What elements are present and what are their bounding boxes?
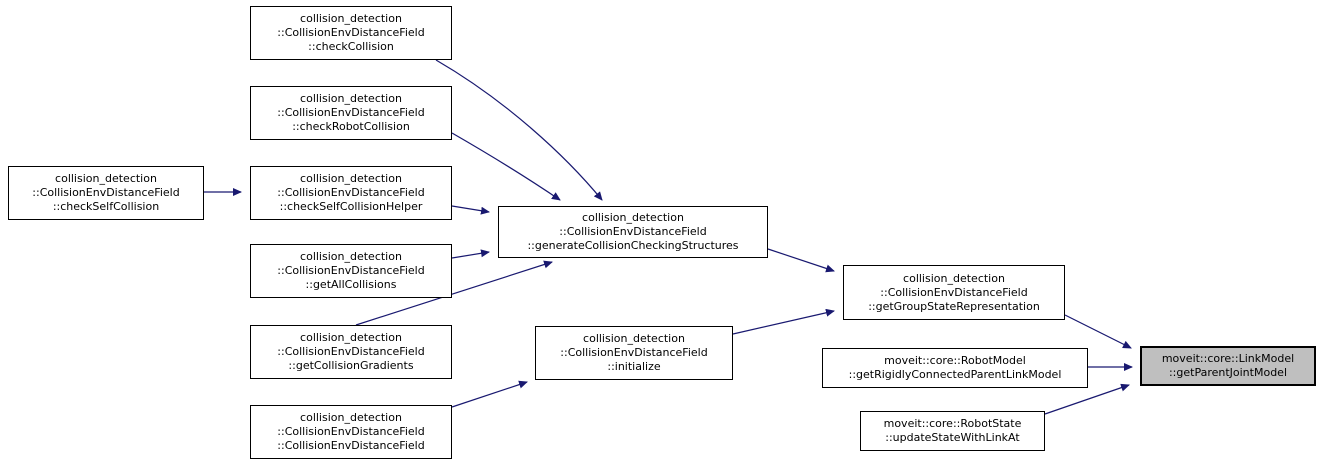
node-check-collision[interactable]: collision_detection ::CollisionEnvDistan… bbox=[250, 6, 452, 60]
node-generate-collision-checking-structures[interactable]: collision_detection ::CollisionEnvDistan… bbox=[498, 206, 768, 258]
node-label: collision_detection ::CollisionEnvDistan… bbox=[277, 250, 425, 291]
node-get-all-collisions[interactable]: collision_detection ::CollisionEnvDistan… bbox=[250, 244, 452, 298]
node-check-self-collision[interactable]: collision_detection ::CollisionEnvDistan… bbox=[8, 166, 204, 220]
edge-getcollisiongradients-to-generate bbox=[355, 260, 553, 326]
node-label: collision_detection ::CollisionEnvDistan… bbox=[277, 411, 425, 452]
node-label: collision_detection ::CollisionEnvDistan… bbox=[560, 332, 708, 373]
node-collision-env-distance-field-constructor[interactable]: collision_detection ::CollisionEnvDistan… bbox=[250, 405, 452, 459]
node-get-group-state-representation[interactable]: collision_detection ::CollisionEnvDistan… bbox=[843, 265, 1065, 320]
edge-getgroupstate-to-getparentjoint bbox=[1064, 314, 1132, 349]
edge-getallcollisions-to-generate bbox=[451, 249, 490, 259]
node-update-state-with-link-at[interactable]: moveit::core::RobotState ::updateStateWi… bbox=[860, 411, 1045, 451]
node-label: moveit::core::RobotModel ::getRigidlyCon… bbox=[848, 354, 1062, 381]
edge-constructor-to-initialize bbox=[451, 380, 528, 408]
node-label: collision_detection ::CollisionEnvDistan… bbox=[868, 271, 1040, 313]
node-get-collision-gradients[interactable]: collision_detection ::CollisionEnvDistan… bbox=[250, 325, 452, 379]
edge-helper-to-generate bbox=[451, 205, 490, 215]
node-label: collision_detection ::CollisionEnvDistan… bbox=[32, 172, 180, 213]
node-label: moveit::core::LinkModel ::getParentJoint… bbox=[1161, 352, 1295, 379]
edge-updatestate-to-getparentjoint bbox=[1044, 383, 1130, 415]
node-label: collision_detection ::CollisionEnvDistan… bbox=[277, 12, 425, 53]
node-initialize[interactable]: collision_detection ::CollisionEnvDistan… bbox=[535, 326, 733, 380]
edge-checkcollision-to-generate bbox=[435, 59, 603, 201]
node-get-parent-joint-model: moveit::core::LinkModel ::getParentJoint… bbox=[1140, 346, 1316, 386]
node-label: moveit::core::RobotState ::updateStateWi… bbox=[883, 417, 1022, 444]
node-label: collision_detection ::CollisionEnvDistan… bbox=[277, 92, 425, 133]
edge-initialize-to-getgroupstate bbox=[732, 308, 835, 335]
edge-checkrobotcollision-to-generate bbox=[451, 132, 561, 201]
node-get-rigidly-connected-parent-link-model[interactable]: moveit::core::RobotModel ::getRigidlyCon… bbox=[822, 348, 1088, 388]
node-check-robot-collision[interactable]: collision_detection ::CollisionEnvDistan… bbox=[250, 86, 452, 140]
node-label: collision_detection ::CollisionEnvDistan… bbox=[277, 172, 425, 213]
node-label: collision_detection ::CollisionEnvDistan… bbox=[527, 211, 739, 252]
node-check-self-collision-helper[interactable]: collision_detection ::CollisionEnvDistan… bbox=[250, 166, 452, 220]
node-label: collision_detection ::CollisionEnvDistan… bbox=[277, 331, 425, 372]
edge-generate-to-getgroupstate bbox=[767, 248, 835, 273]
